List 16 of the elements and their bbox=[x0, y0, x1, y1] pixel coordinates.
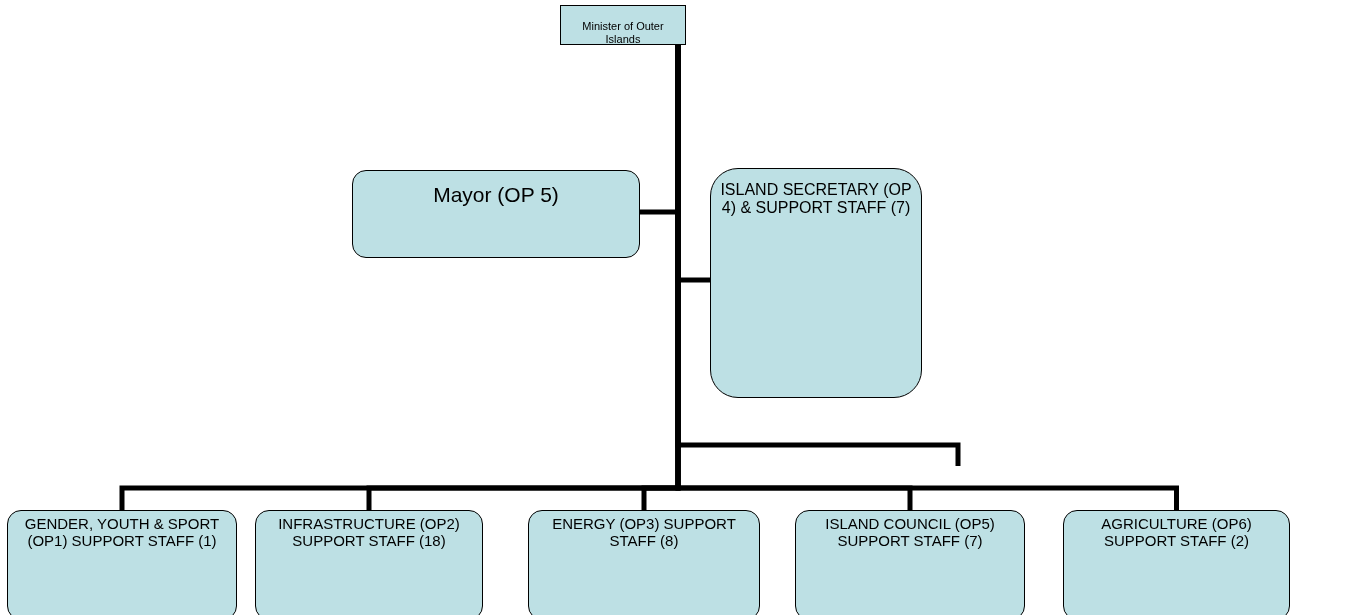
org-box bbox=[352, 170, 640, 258]
role-label: Mayor (OP 5) bbox=[432, 183, 560, 208]
role-label: ENERGY (OP3) SUPPORT STAFF (8) bbox=[551, 515, 737, 550]
role-label: Minister of Outer Islands bbox=[581, 20, 665, 46]
role-label: INFRASTRUCTURE (OP2) SUPPORT STAFF (18) bbox=[277, 515, 461, 550]
org-box bbox=[255, 510, 483, 615]
org-box bbox=[795, 510, 1025, 615]
org-box bbox=[710, 168, 922, 398]
role-label: GENDER, YOUTH & SPORT (OP1) SUPPORT STAFF (1) bbox=[23, 515, 221, 550]
org-box bbox=[560, 5, 686, 45]
role-label: ISLAND COUNCIL (OP5) SUPPORT STAFF (7) bbox=[824, 515, 996, 550]
org-box bbox=[1063, 510, 1290, 615]
role-label: ISLAND SECRETARY (OP 4) & SUPPORT STAFF (7) bbox=[719, 181, 913, 218]
org-box bbox=[7, 510, 237, 615]
role-label: AGRICULTURE (OP6) SUPPORT STAFF (2) bbox=[1100, 515, 1253, 550]
org-box bbox=[528, 510, 760, 615]
